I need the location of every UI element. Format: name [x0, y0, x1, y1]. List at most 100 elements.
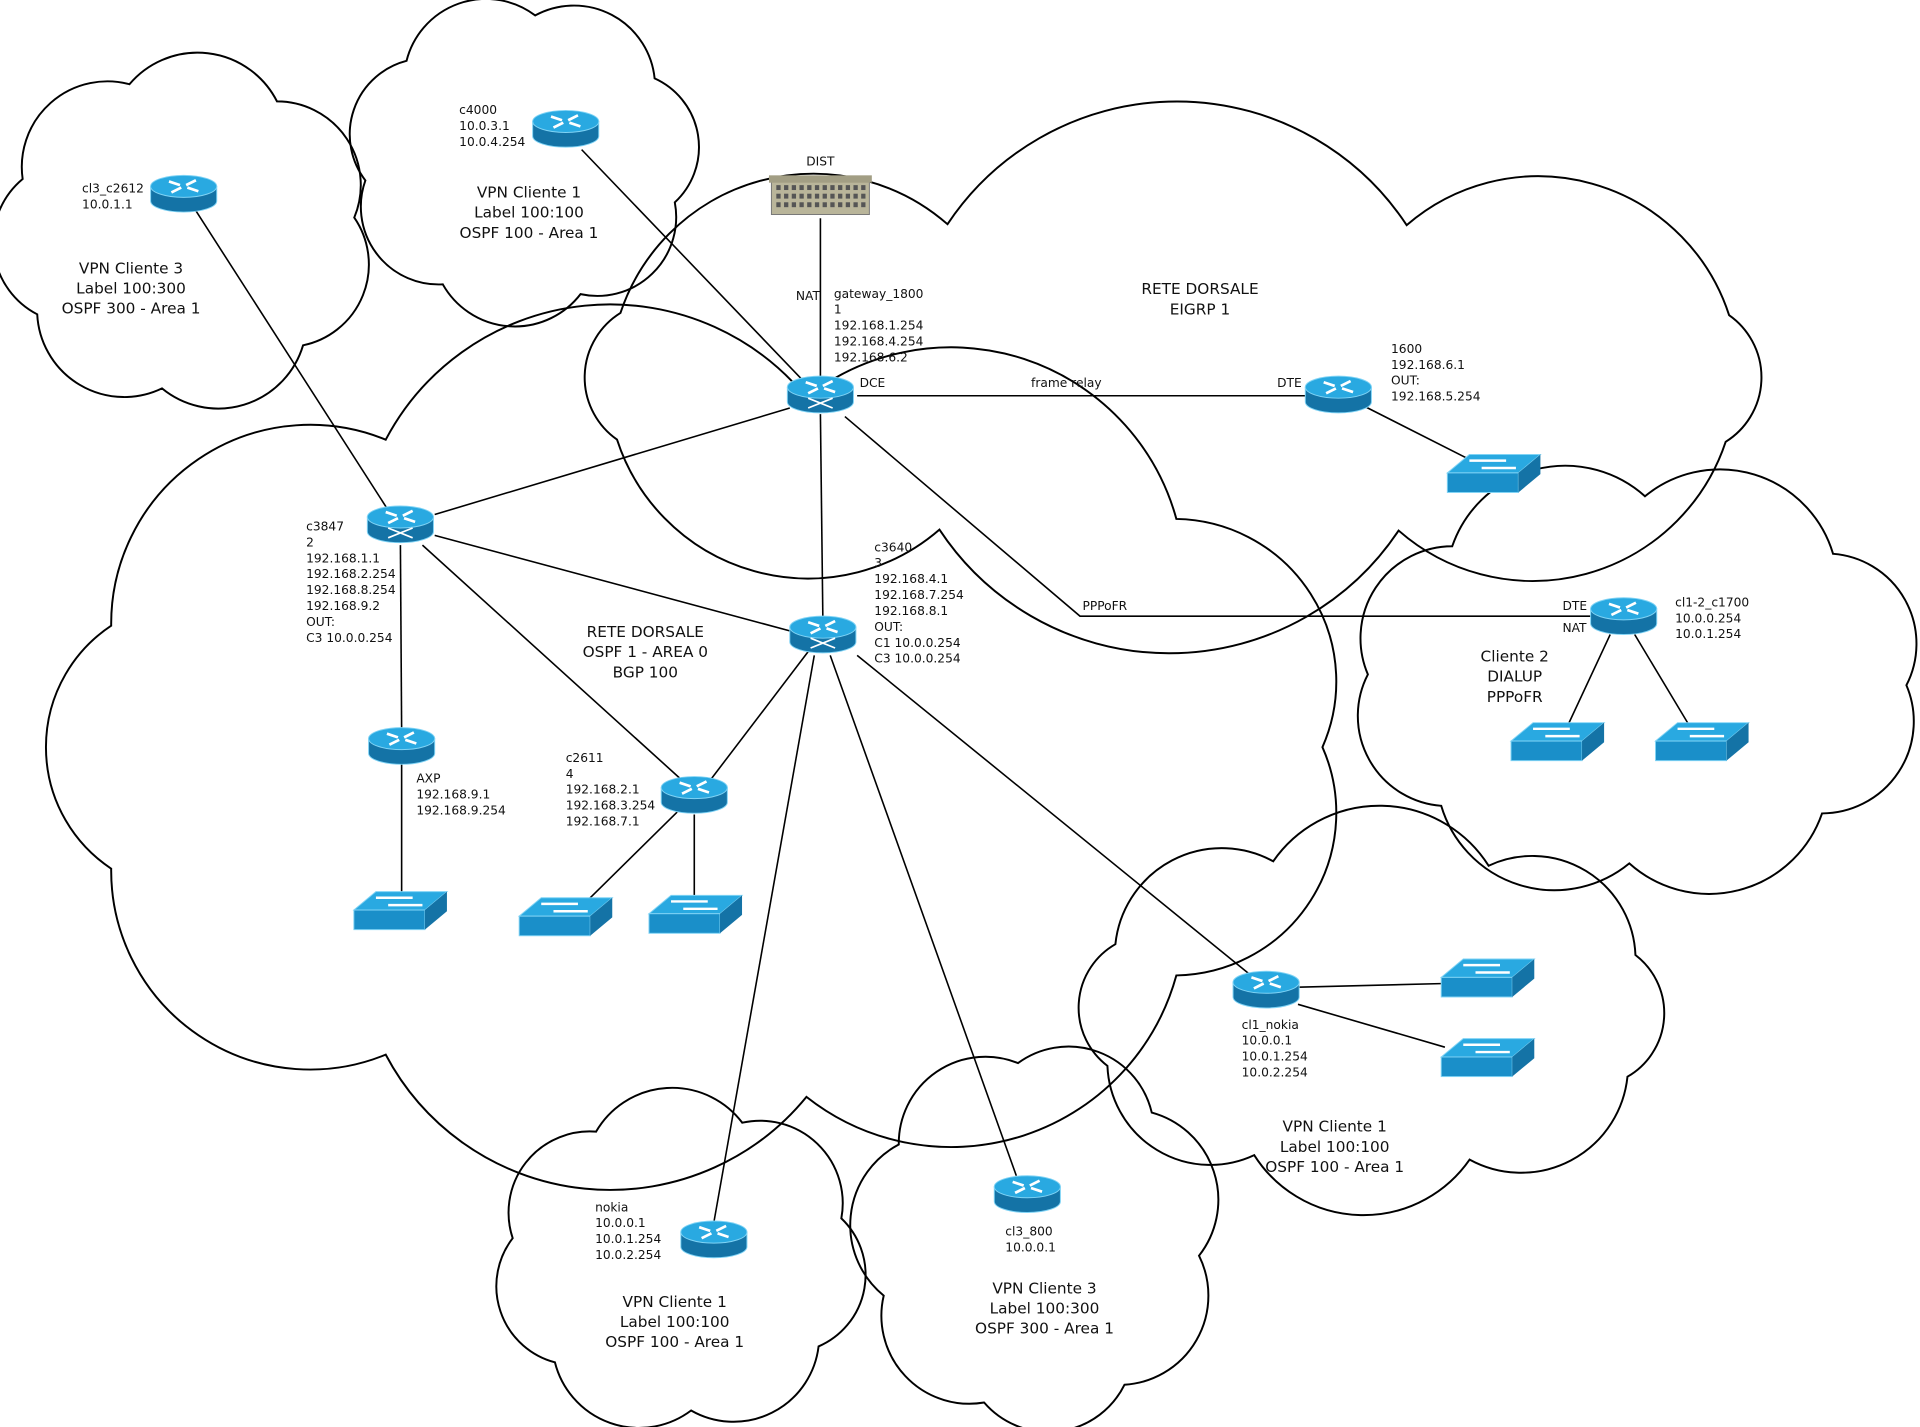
device-label: 10.0.2.254 [595, 1248, 661, 1262]
device-label: 192.168.8.1 [874, 604, 948, 618]
router-cl3_800-icon[interactable] [993, 1175, 1061, 1213]
network-link [1364, 406, 1470, 461]
device-label: 192.168.2.254 [306, 567, 396, 581]
cloud-vpn-cl3-800 [849, 1045, 1220, 1427]
link-label-dte_1600: DTE [1277, 376, 1302, 390]
switch-icon[interactable] [1439, 958, 1536, 998]
cloud-label: Label 100:300 [990, 1300, 1100, 1318]
device-label: cl1-2_c1700 [1675, 595, 1749, 609]
cloud-label: VPN Cliente 1 [1283, 1118, 1387, 1136]
cloud-label: RETE DORSALE [587, 623, 704, 641]
device-label: cl3_800 [1005, 1225, 1052, 1239]
device-label: 192.168.5.254 [1391, 390, 1481, 404]
router-cl3_c2612-icon[interactable] [150, 174, 218, 213]
network-link [819, 414, 824, 619]
cloud-vpn-nokia [495, 1086, 867, 1427]
router-gateway_1800-icon[interactable] [786, 375, 854, 414]
switch-icon[interactable] [1509, 722, 1606, 762]
network-link [1297, 982, 1445, 988]
switch-icon[interactable] [517, 897, 614, 937]
cloud-label: VPN Cliente 3 [992, 1279, 1096, 1297]
router-c3640-icon[interactable] [789, 615, 857, 654]
device-label: 10.0.0.1 [1242, 1034, 1293, 1048]
switch-icon[interactable] [352, 891, 449, 931]
switch-icon[interactable] [647, 894, 744, 934]
network-link [195, 210, 391, 513]
device-label: 10.0.0.1 [595, 1216, 646, 1230]
cloud-label: Label 100:100 [620, 1313, 730, 1331]
device-label: 4 [566, 767, 574, 781]
link-label-frame_relay: frame relay [1031, 376, 1102, 390]
device-label: 1600 [1391, 342, 1422, 356]
network-link [713, 655, 816, 1223]
network-link [1566, 634, 1611, 727]
router-c3847-icon[interactable] [366, 505, 434, 544]
device-label: 10.0.2.254 [1242, 1066, 1308, 1080]
cloud-vpn-c4000 [348, 0, 700, 328]
cloud-label: DIALUP [1487, 668, 1542, 686]
device-label: 192.168.6.1 [1391, 358, 1465, 372]
network-link [856, 654, 1250, 975]
router-cl1-2_c1700-icon[interactable] [1590, 597, 1658, 636]
cloud-label: PPPoFR [1487, 688, 1543, 706]
router-nokia-icon[interactable] [680, 1220, 748, 1259]
device-label: 192.168.4.1 [874, 572, 948, 586]
cloud-label: OSPF 300 - Area 1 [975, 1320, 1114, 1338]
network-link [587, 811, 678, 901]
device-label: gateway_1800 [834, 287, 924, 301]
device-label: c4000 [459, 103, 497, 117]
device-label: 192.168.3.254 [566, 799, 656, 813]
link-label-nat_gateway: NAT [796, 289, 821, 303]
router-c2611-icon[interactable] [660, 776, 728, 814]
cloud-label: EIGRP 1 [1170, 300, 1230, 318]
cloud-label: VPN Cliente 3 [79, 259, 183, 277]
cloud-label: OSPF 1 - AREA 0 [583, 643, 708, 661]
device-label: 10.0.1.254 [1675, 627, 1741, 641]
building-icon [768, 175, 872, 216]
device-label: 192.168.8.254 [306, 583, 396, 597]
cloud-label: OSPF 100 - Area 1 [460, 224, 599, 242]
cloud-vpn-cl1-nokia [1077, 804, 1666, 1217]
cloud-label: Cliente 2 [1481, 647, 1549, 665]
device-label: 192.168.1.254 [834, 319, 924, 333]
cloud-label: Label 100:300 [76, 280, 186, 298]
network-link [399, 545, 403, 731]
device-label: 2 [306, 535, 314, 549]
cloud-label: Label 100:100 [1280, 1138, 1390, 1156]
network-link [581, 149, 809, 387]
device-label: 192.168.7.254 [874, 588, 964, 602]
device-label: 10.0.1.1 [82, 197, 133, 211]
cloud-label: VPN Cliente 1 [477, 183, 581, 201]
switch-icon[interactable] [1654, 722, 1750, 762]
device-label: 10.0.4.254 [459, 135, 525, 149]
router-cl1_nokia-icon[interactable] [1232, 970, 1300, 1009]
link-label-nat_c1700: NAT [1562, 621, 1587, 635]
device-label: 10.0.1.254 [1242, 1050, 1308, 1064]
router-c4000-icon[interactable] [532, 109, 600, 148]
device-label: 10.0.1.254 [595, 1232, 661, 1246]
device-label: C1 10.0.0.254 [874, 636, 961, 650]
device-label: 192.168.4.254 [834, 335, 924, 349]
switch-icon[interactable] [1445, 454, 1542, 493]
network-link [1297, 1003, 1446, 1048]
device-label: 10.0.0.1 [1005, 1241, 1056, 1255]
device-label: 192.168.9.2 [306, 599, 380, 613]
device-label: OUT: [306, 615, 335, 629]
router-axp-icon[interactable] [368, 727, 436, 765]
device-label: 192.168.9.254 [416, 804, 506, 818]
pppofr-link [844, 415, 1598, 617]
network-link [434, 407, 791, 516]
building-label: DIST [806, 155, 835, 169]
cloud-label: OSPF 100 - Area 1 [605, 1333, 744, 1351]
cloud-label: OSPF 300 - Area 1 [62, 300, 201, 318]
device-label: 192.168.7.1 [566, 815, 640, 829]
device-label: 10.0.3.1 [459, 119, 510, 133]
switch-icon[interactable] [1439, 1038, 1536, 1078]
cloud-label: RETE DORSALE [1141, 280, 1258, 298]
device-label: 192.168.6.2 [834, 350, 908, 364]
device-label: c3847 [306, 519, 344, 533]
device-label: c3640 [874, 540, 912, 554]
router-1600-icon[interactable] [1304, 375, 1372, 414]
device-label: C3 10.0.0.254 [874, 652, 961, 666]
